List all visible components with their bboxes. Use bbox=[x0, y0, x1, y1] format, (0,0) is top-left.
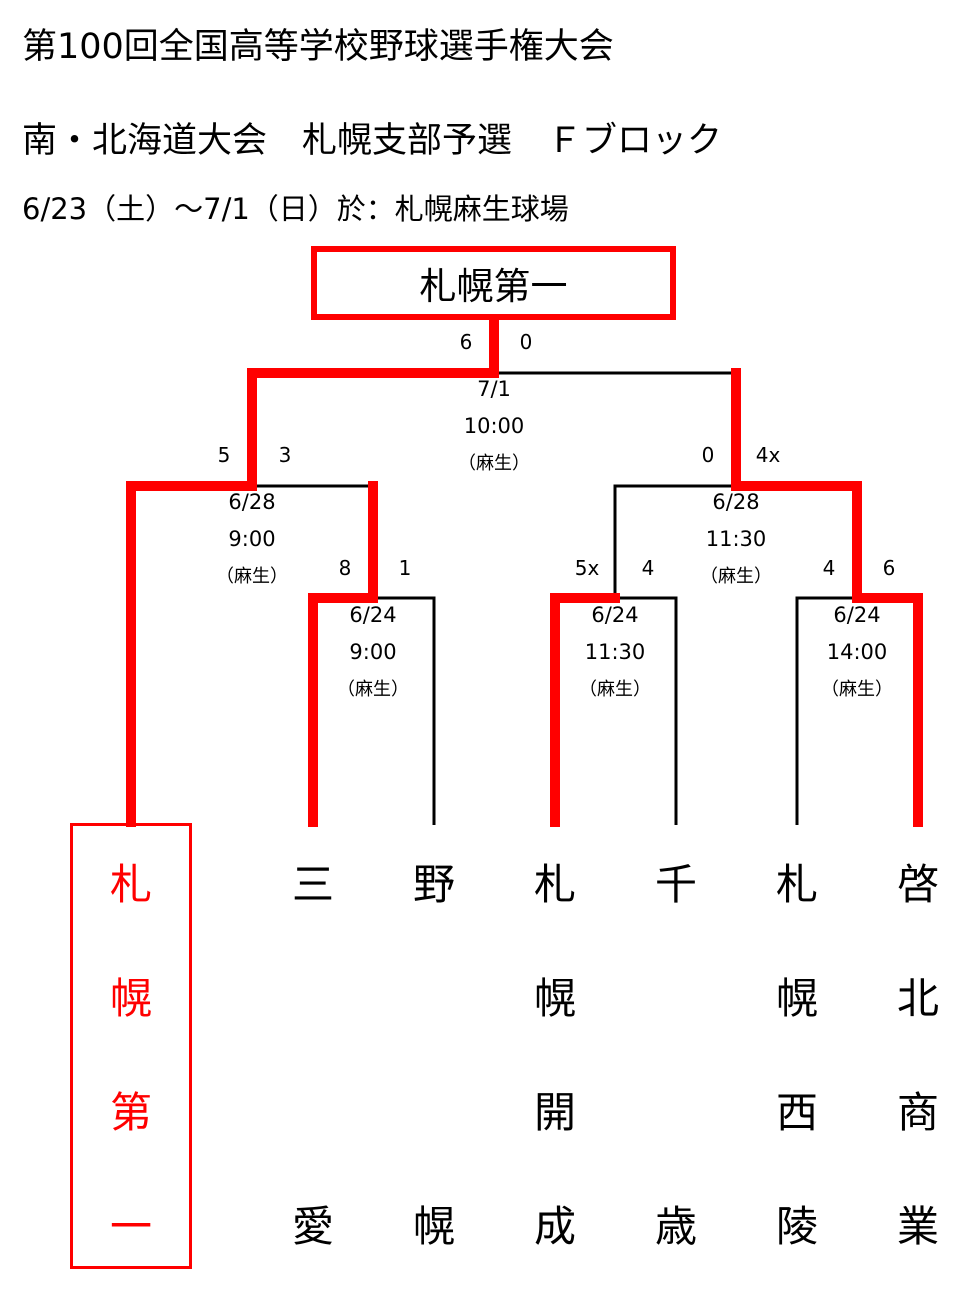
team-nopporo: 野 幌 bbox=[404, 858, 464, 1314]
team-char: 啓 bbox=[896, 860, 939, 909]
team-char: 北 bbox=[896, 974, 939, 1023]
winner-box: 札幌第一 bbox=[311, 246, 676, 320]
final-score-right: 0 bbox=[519, 330, 533, 354]
team-char: 歳 bbox=[654, 1202, 697, 1251]
line-nopporo bbox=[373, 596, 436, 825]
g4-info: 6/28 9:00 （麻生） bbox=[216, 484, 288, 595]
line-sapporo-daiichi bbox=[126, 481, 257, 827]
team-char: 幌 bbox=[533, 974, 576, 1023]
team-char: 野 bbox=[412, 860, 455, 909]
g2-info: 6/24 11:30 （麻生） bbox=[579, 597, 651, 708]
line-g3-winner bbox=[731, 481, 862, 603]
team-char: 札 bbox=[775, 860, 818, 909]
game-venue: （麻生） bbox=[458, 453, 530, 474]
team-char: 陵 bbox=[775, 1202, 818, 1251]
team-chitose: 千 歳 bbox=[646, 858, 706, 1314]
final-info: 7/1 10:00 （麻生） bbox=[458, 371, 530, 482]
game-date: 6/28 bbox=[712, 490, 760, 514]
team-char: 幌 bbox=[412, 1202, 455, 1251]
winner-name: 札幌第一 bbox=[419, 265, 568, 308]
team-char: 成 bbox=[533, 1202, 576, 1251]
bracket-lines bbox=[126, 319, 923, 827]
line-keihoku bbox=[852, 593, 923, 827]
final-score-left: 6 bbox=[459, 330, 473, 354]
team-sapporo-nishiryo: 札 幌 西 陵 bbox=[767, 858, 827, 1314]
winning-lines bbox=[126, 319, 923, 827]
team-char bbox=[404, 1086, 464, 1200]
team-sapporo-daiichi: 札 幌 第 一 bbox=[101, 858, 161, 1314]
game-date: 6/24 bbox=[591, 603, 639, 627]
game-venue: （麻生） bbox=[821, 679, 893, 700]
line-g2-upper bbox=[613, 484, 736, 598]
line-kaisei bbox=[550, 593, 620, 827]
g1-score-left: 8 bbox=[338, 556, 352, 580]
game-time: 9:00 bbox=[228, 527, 276, 551]
team-char: 商 bbox=[896, 1088, 939, 1137]
game-venue: （麻生） bbox=[700, 566, 772, 587]
g3-score-left: 4 bbox=[822, 556, 836, 580]
game-venue: （麻生） bbox=[337, 679, 409, 700]
team-char: 幌 bbox=[109, 974, 152, 1023]
g2-score-left: 5x bbox=[574, 556, 600, 580]
g5-info: 6/28 11:30 （麻生） bbox=[700, 484, 772, 595]
line-sanai bbox=[308, 593, 378, 827]
g5-score-left: 0 bbox=[701, 443, 715, 467]
team-sanai: 三 愛 bbox=[283, 858, 343, 1314]
g4-score-right: 3 bbox=[278, 443, 292, 467]
game-time: 14:00 bbox=[826, 640, 888, 664]
tournament-period: 6/23（土）～7/1（日）於：札幌麻生球場 bbox=[22, 192, 569, 226]
team-char: 札 bbox=[533, 860, 576, 909]
g1-info: 6/24 9:00 （麻生） bbox=[337, 597, 409, 708]
team-char: 西 bbox=[775, 1088, 818, 1137]
team-char: 愛 bbox=[291, 1202, 334, 1251]
g2-score-right: 4 bbox=[641, 556, 655, 580]
team-char: 第 bbox=[109, 1088, 152, 1137]
team-char bbox=[404, 972, 464, 1086]
game-time: 11:30 bbox=[705, 527, 767, 551]
page-title: 第100回全国高等学校野球選手権大会 bbox=[22, 27, 614, 67]
game-date: 7/1 bbox=[477, 377, 511, 401]
team-char: 一 bbox=[109, 1202, 152, 1251]
g5-score-right: 4x bbox=[755, 443, 781, 467]
line-chitose bbox=[615, 596, 678, 825]
game-time: 10:00 bbox=[463, 414, 525, 438]
game-venue: （麻生） bbox=[579, 679, 651, 700]
team-char bbox=[646, 1086, 706, 1200]
line-nishiryo bbox=[795, 596, 857, 825]
team-char bbox=[283, 972, 343, 1086]
game-time: 11:30 bbox=[584, 640, 646, 664]
game-time: 9:00 bbox=[349, 640, 397, 664]
team-keihoku-shogyo: 啓 北 商 業 bbox=[888, 858, 948, 1314]
team-char: 開 bbox=[533, 1088, 576, 1137]
team-char: 札 bbox=[109, 860, 152, 909]
team-sapporo-kaisei: 札 幌 開 成 bbox=[525, 858, 585, 1314]
team-char: 幌 bbox=[775, 974, 818, 1023]
g3-score-right: 6 bbox=[882, 556, 896, 580]
game-date: 6/24 bbox=[349, 603, 397, 627]
game-venue: （麻生） bbox=[216, 566, 288, 587]
line-g4-winner bbox=[247, 319, 499, 491]
game-date: 6/28 bbox=[228, 490, 276, 514]
g1-score-right: 1 bbox=[398, 556, 412, 580]
g4-score-left: 5 bbox=[217, 443, 231, 467]
game-date: 6/24 bbox=[833, 603, 881, 627]
team-char bbox=[283, 1086, 343, 1200]
team-char: 業 bbox=[896, 1202, 939, 1251]
g3-info: 6/24 14:00 （麻生） bbox=[821, 597, 893, 708]
team-char: 三 bbox=[291, 860, 334, 909]
team-char bbox=[646, 972, 706, 1086]
page-subtitle: 南・北海道大会 札幌支部予選 Ｆブロック bbox=[22, 121, 723, 161]
team-char: 千 bbox=[654, 860, 697, 909]
line-g5-upper bbox=[494, 371, 738, 486]
